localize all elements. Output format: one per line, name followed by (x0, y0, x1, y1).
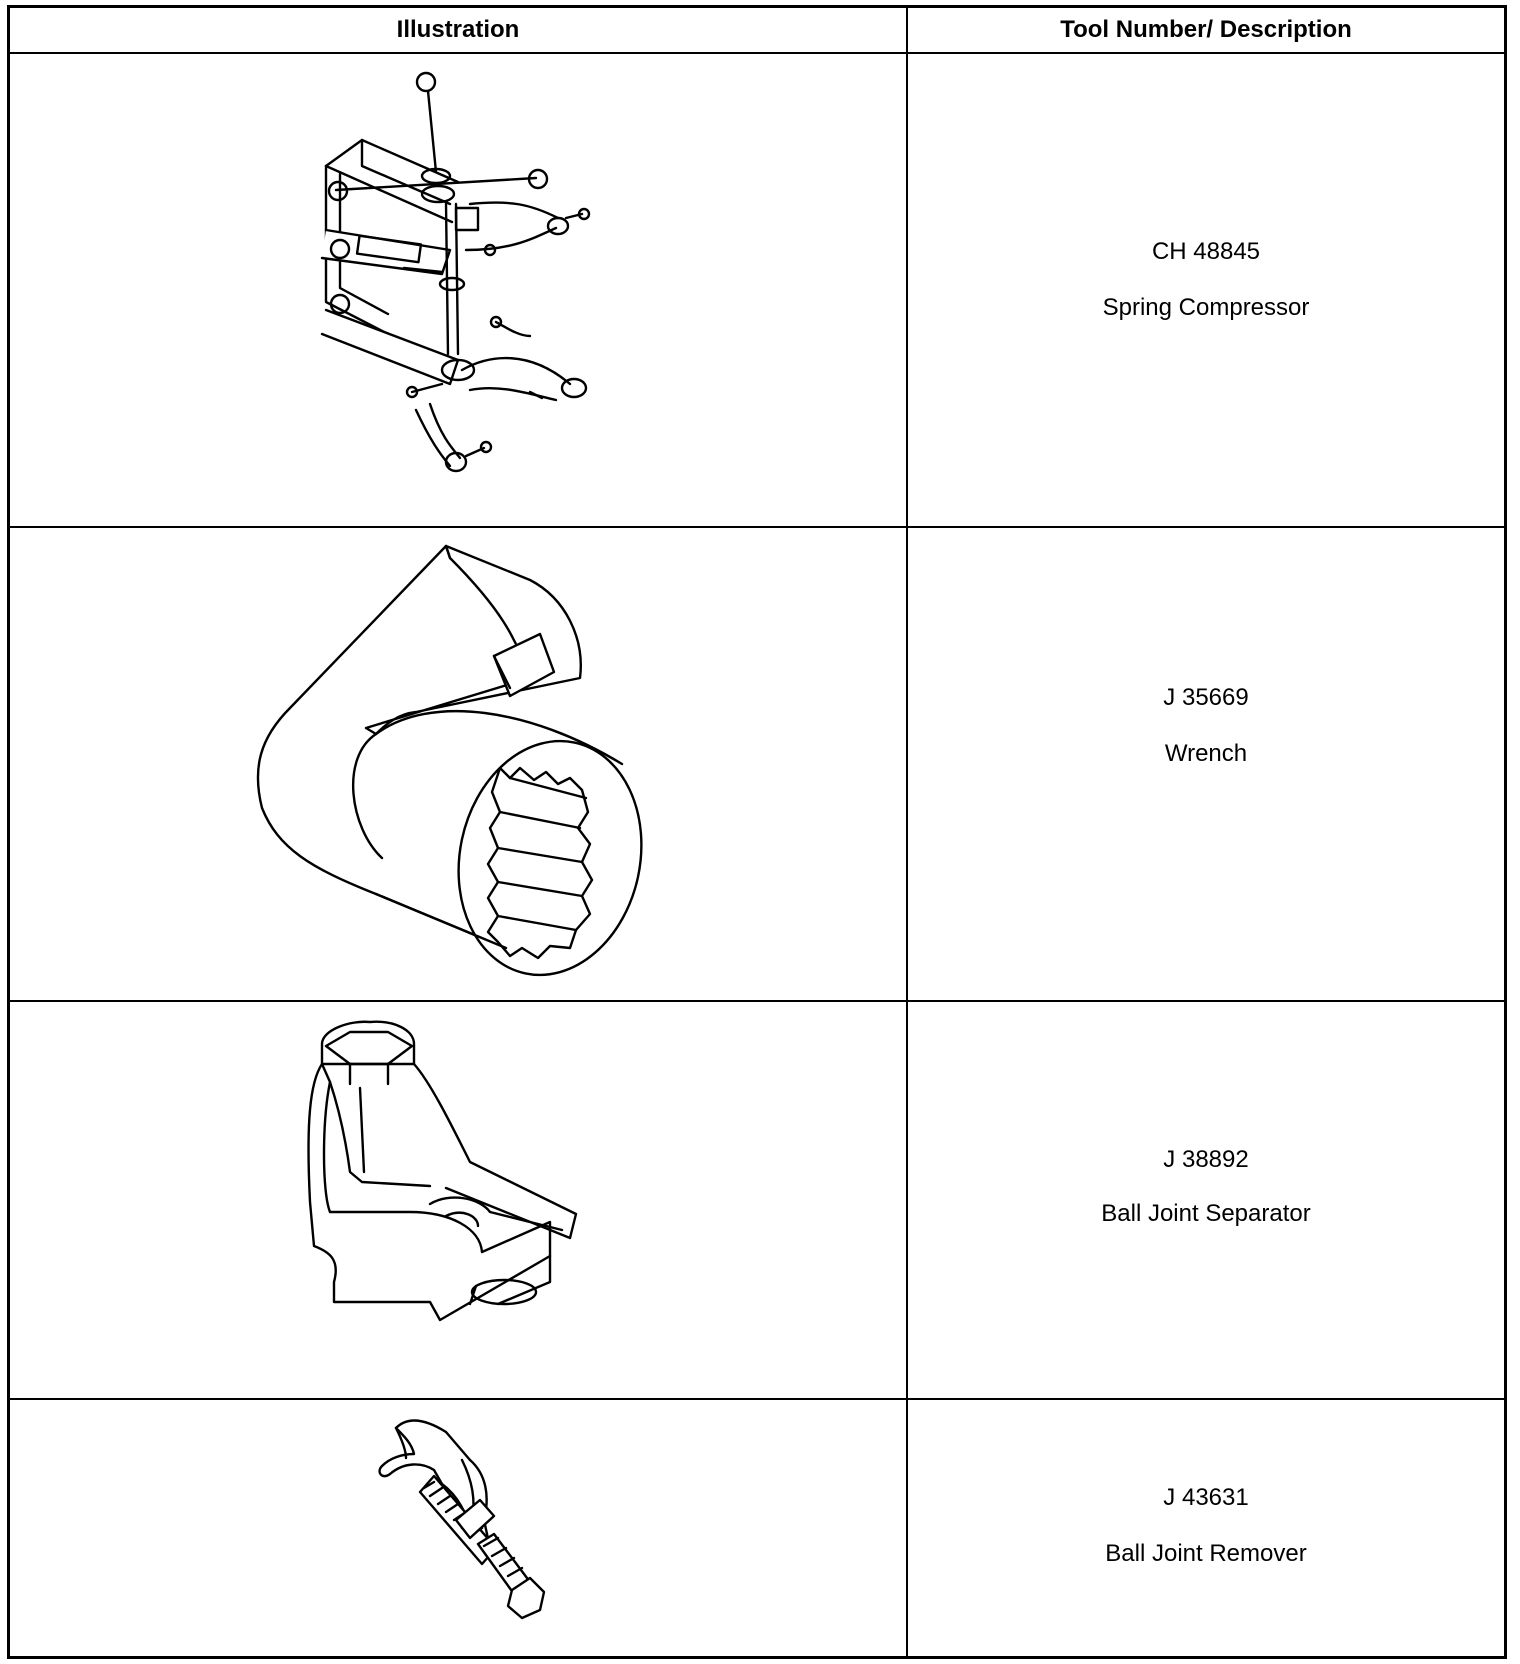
tool-number: J 35669 (1163, 684, 1249, 711)
illustration-cell (10, 528, 906, 1000)
header-illustration: Illustration (396, 16, 520, 43)
tool-description: Ball Joint Remover (1105, 1540, 1307, 1567)
tool-number: CH 48845 (1151, 238, 1261, 265)
header-description: Tool Number/ Description (1060, 16, 1352, 43)
description-cell: J 38892 Ball Joint Separator (908, 1002, 1504, 1398)
tool-table: Illustration Tool Number/ Description (7, 5, 1507, 1659)
illustration-cell (10, 1002, 906, 1398)
ball-joint-remover-illustration (378, 1419, 546, 1620)
illustration-cell (10, 54, 906, 526)
table-header: Illustration Tool Number/ Description (10, 8, 1504, 54)
tool-number: J 38892 (1163, 1146, 1249, 1173)
table-row: J 43631 Ball Joint Remover (10, 1400, 1504, 1656)
illustration-cell (10, 1400, 906, 1656)
tool-number: J 43631 (1163, 1484, 1249, 1511)
ball-joint-separator-illustration (307, 1020, 578, 1322)
table-row: J 35669 Wrench (10, 528, 1504, 1002)
tool-description: Spring Compressor (1102, 294, 1310, 321)
description-cell: J 35669 Wrench (908, 528, 1504, 1000)
tool-description: Wrench (1164, 740, 1248, 767)
tool-description: Ball Joint Separator (1101, 1200, 1311, 1227)
description-cell: J 43631 Ball Joint Remover (908, 1400, 1504, 1656)
table-row: CH 48845 Spring Compressor (10, 54, 1504, 528)
description-cell: CH 48845 Spring Compressor (908, 54, 1504, 526)
spring-compressor-illustration (320, 71, 591, 473)
column-divider (906, 8, 908, 1656)
wrench-illustration (256, 544, 643, 977)
table-row: J 38892 Ball Joint Separator (10, 1002, 1504, 1400)
